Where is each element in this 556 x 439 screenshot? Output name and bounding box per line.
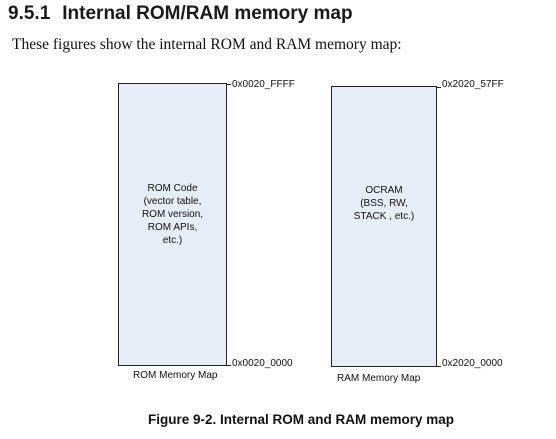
ram-top-address: 0x2020_57FF <box>442 79 504 90</box>
rom-top-address: 0x0020_FFFF <box>232 79 295 90</box>
ram-bottom-address: 0x2020_0000 <box>442 358 503 369</box>
intro-paragraph: These figures show the internal ROM and … <box>12 36 402 53</box>
rom-bottom-address: 0x0020_0000 <box>232 358 293 369</box>
rom-code-block-text: ROM Code (vector table, ROM version, ROM… <box>141 183 204 246</box>
section-heading: 9.5.1 Internal ROM/RAM memory map <box>8 3 353 25</box>
section-title: Internal ROM/RAM memory map <box>62 3 353 24</box>
rom-bottom-tick <box>226 365 231 366</box>
section-number: 9.5.1 <box>8 3 51 24</box>
ocram-block-text: OCRAM (BSS, RW, STACK , etc.) <box>353 185 415 222</box>
ram-memory-map-label: RAM Memory Map <box>337 373 421 384</box>
ram-bottom-tick <box>436 366 441 367</box>
ram-top-tick <box>436 87 441 88</box>
rom-memory-map-label: ROM Memory Map <box>133 370 218 381</box>
figure-caption: Figure 9-2. Internal ROM and RAM memory … <box>148 412 455 427</box>
rom-top-tick <box>226 84 231 85</box>
rom-code-block <box>118 83 227 366</box>
ocram-block <box>331 86 437 367</box>
